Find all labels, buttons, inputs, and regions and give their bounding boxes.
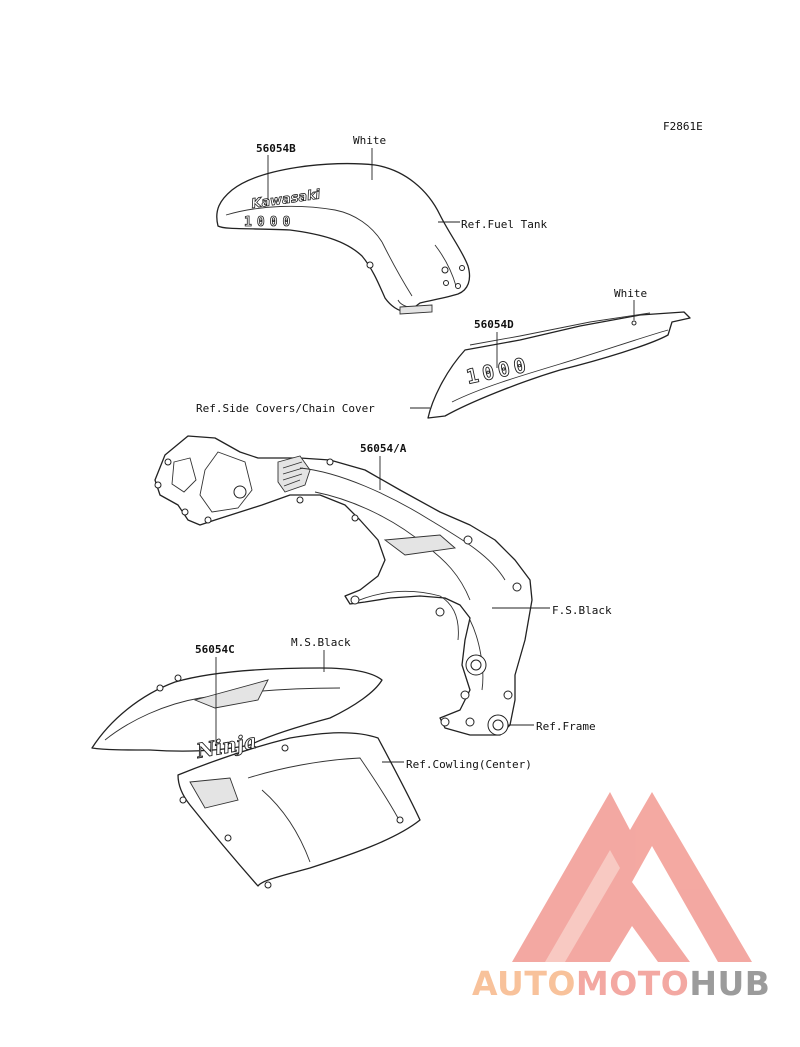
fuel-tank-illustration: Kawasaki 1000 bbox=[216, 162, 471, 315]
fuel-tank-part-number: 56054B bbox=[256, 142, 296, 155]
figure-code: F2861E bbox=[663, 120, 703, 133]
frame-ref-label: Ref.Frame bbox=[536, 720, 596, 733]
side-cover-illustration: 1000 bbox=[427, 311, 691, 419]
side-cover-color-label: White bbox=[614, 287, 647, 300]
cowling-color-label: M.S.Black bbox=[291, 636, 351, 649]
watermark-hub: HUB bbox=[689, 964, 770, 1003]
side-cover-ref-label: Ref.Side Covers/Chain Cover bbox=[196, 402, 375, 415]
frame-illustration bbox=[154, 435, 533, 736]
cowling-part-number: 56054C bbox=[195, 643, 235, 656]
frame-part-number: 56054/A bbox=[360, 442, 407, 455]
watermark-triangle-icon bbox=[512, 792, 752, 962]
tank-model-decal: 1000 bbox=[244, 215, 295, 230]
cowling-ref-label: Ref.Cowling(Center) bbox=[406, 758, 532, 771]
svg-text:AUTOMOTOHUB: AUTOMOTOHUB bbox=[472, 964, 770, 1003]
watermark-logo: AUTOMOTOHUB bbox=[472, 792, 770, 1003]
fuel-tank-color-label: White bbox=[353, 134, 386, 147]
watermark-moto: MOTO bbox=[576, 964, 689, 1003]
fuel-tank-ref-label: Ref.Fuel Tank bbox=[461, 218, 547, 231]
watermark-auto: AUTO bbox=[472, 964, 576, 1003]
cowling-illustration: Ninja bbox=[91, 667, 421, 889]
frame-color-label: F.S.Black bbox=[552, 604, 612, 617]
side-cover-part-number: 56054D bbox=[474, 318, 514, 331]
